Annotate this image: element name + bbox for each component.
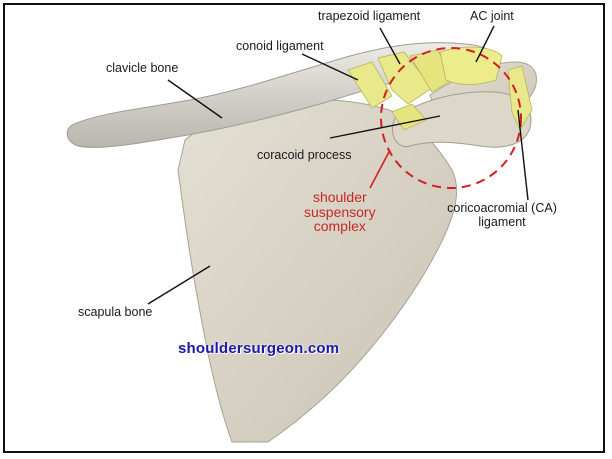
suspensory-complex-label: shoulder suspensory complex: [304, 190, 376, 234]
clavicle-bone-label: clavicle bone: [106, 62, 178, 76]
suspensory-complex-line-2: suspensory: [304, 205, 376, 220]
ac-joint-ligament-shape: [440, 47, 502, 84]
suspensory-complex-line-1: shoulder: [304, 190, 376, 205]
scapula-bone-label: scapula bone: [78, 306, 152, 320]
trapezoid-ligament-label: trapezoid ligament: [318, 10, 420, 24]
ca-ligament-line-2: ligament: [432, 216, 572, 230]
ca-ligament-line-1: coricoacromial (CA): [432, 202, 572, 216]
conoid-ligament-label: conoid ligament: [236, 40, 324, 54]
ac-joint-label: AC joint: [470, 10, 514, 24]
ca-ligament-label: coricoacromial (CA) ligament: [432, 202, 572, 230]
suspensory-complex-line-3: complex: [304, 219, 376, 234]
coracoid-process-label: coracoid process: [257, 149, 352, 163]
watermark-text: shouldersurgeon.com: [178, 340, 339, 357]
